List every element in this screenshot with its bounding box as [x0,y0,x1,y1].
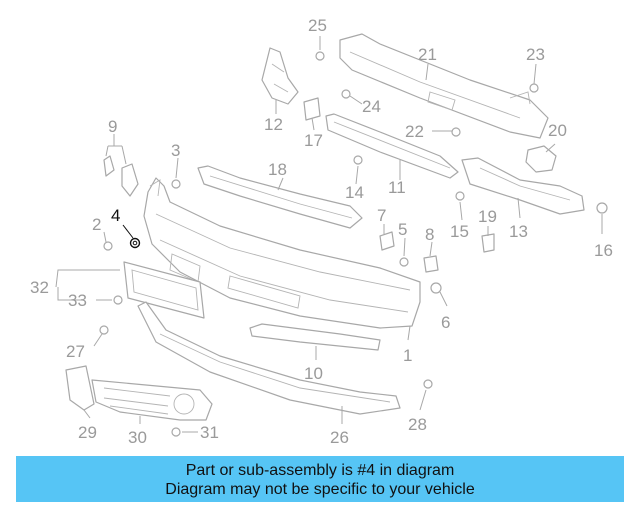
callout-31: 31 [200,423,219,442]
bracket-9 [103,155,139,197]
callout-7: 7 [377,206,386,225]
callout-22: 22 [405,122,424,141]
callout-labels: 1 2 3 4 5 6 7 8 9 10 11 12 13 14 15 16 1… [30,16,613,447]
callout-23: 23 [526,45,545,64]
caption-banner: Part or sub-assembly is #4 in diagram Di… [16,456,624,502]
callout-25: 25 [308,16,327,35]
callout-5: 5 [398,220,407,239]
fasteners [99,51,608,437]
callout-10: 10 [304,364,323,383]
part-4-nut [129,237,141,249]
callout-6: 6 [441,313,450,332]
callout-29: 29 [78,423,97,442]
callout-26: 26 [330,428,349,447]
callout-9: 9 [108,117,117,136]
callout-27: 27 [66,342,85,361]
callout-4: 4 [111,206,120,225]
callout-17: 17 [304,131,323,150]
callout-14: 14 [345,183,364,202]
bracket-12 [261,47,299,105]
clip-17 [303,97,321,121]
fog-grille-30 [91,379,213,421]
callout-1: 1 [403,346,412,365]
mount-20 [525,145,557,173]
fog-bezel-left [65,365,95,411]
callout-8: 8 [425,225,434,244]
callout-21: 21 [418,45,437,64]
callout-18: 18 [268,160,287,179]
lower-molding-10 [249,323,381,351]
callout-24: 24 [362,97,381,116]
bumper-cover [143,177,421,329]
callout-11: 11 [388,178,406,197]
energy-absorber-11 [325,113,459,179]
caption-line-disclaimer: Diagram may not be specific to your vehi… [165,481,475,498]
callout-20: 20 [548,121,567,140]
bumper-reinforcement-beam [339,33,549,139]
callout-15: 15 [450,222,469,241]
callout-12: 12 [264,115,283,134]
parts-diagram: 1 2 3 4 5 6 7 8 9 10 11 12 13 14 15 16 1… [30,16,613,447]
caption-line-part: Part or sub-assembly is #4 in diagram [185,462,455,479]
callout-16: 16 [594,241,613,260]
callout-19: 19 [478,207,497,226]
leader-lines [55,36,603,433]
callout-30: 30 [128,428,147,447]
callout-28: 28 [408,415,427,434]
upper-cover-18 [197,165,363,229]
callout-33: 33 [68,291,87,310]
side-bracket-13 [461,157,585,215]
callout-32: 32 [30,278,49,297]
callout-13: 13 [509,222,528,241]
callout-3: 3 [171,141,180,160]
lower-spoiler-26 [137,301,401,415]
leader-line-4 [122,224,134,239]
callout-2: 2 [92,215,101,234]
license-plate-bracket [123,261,205,319]
